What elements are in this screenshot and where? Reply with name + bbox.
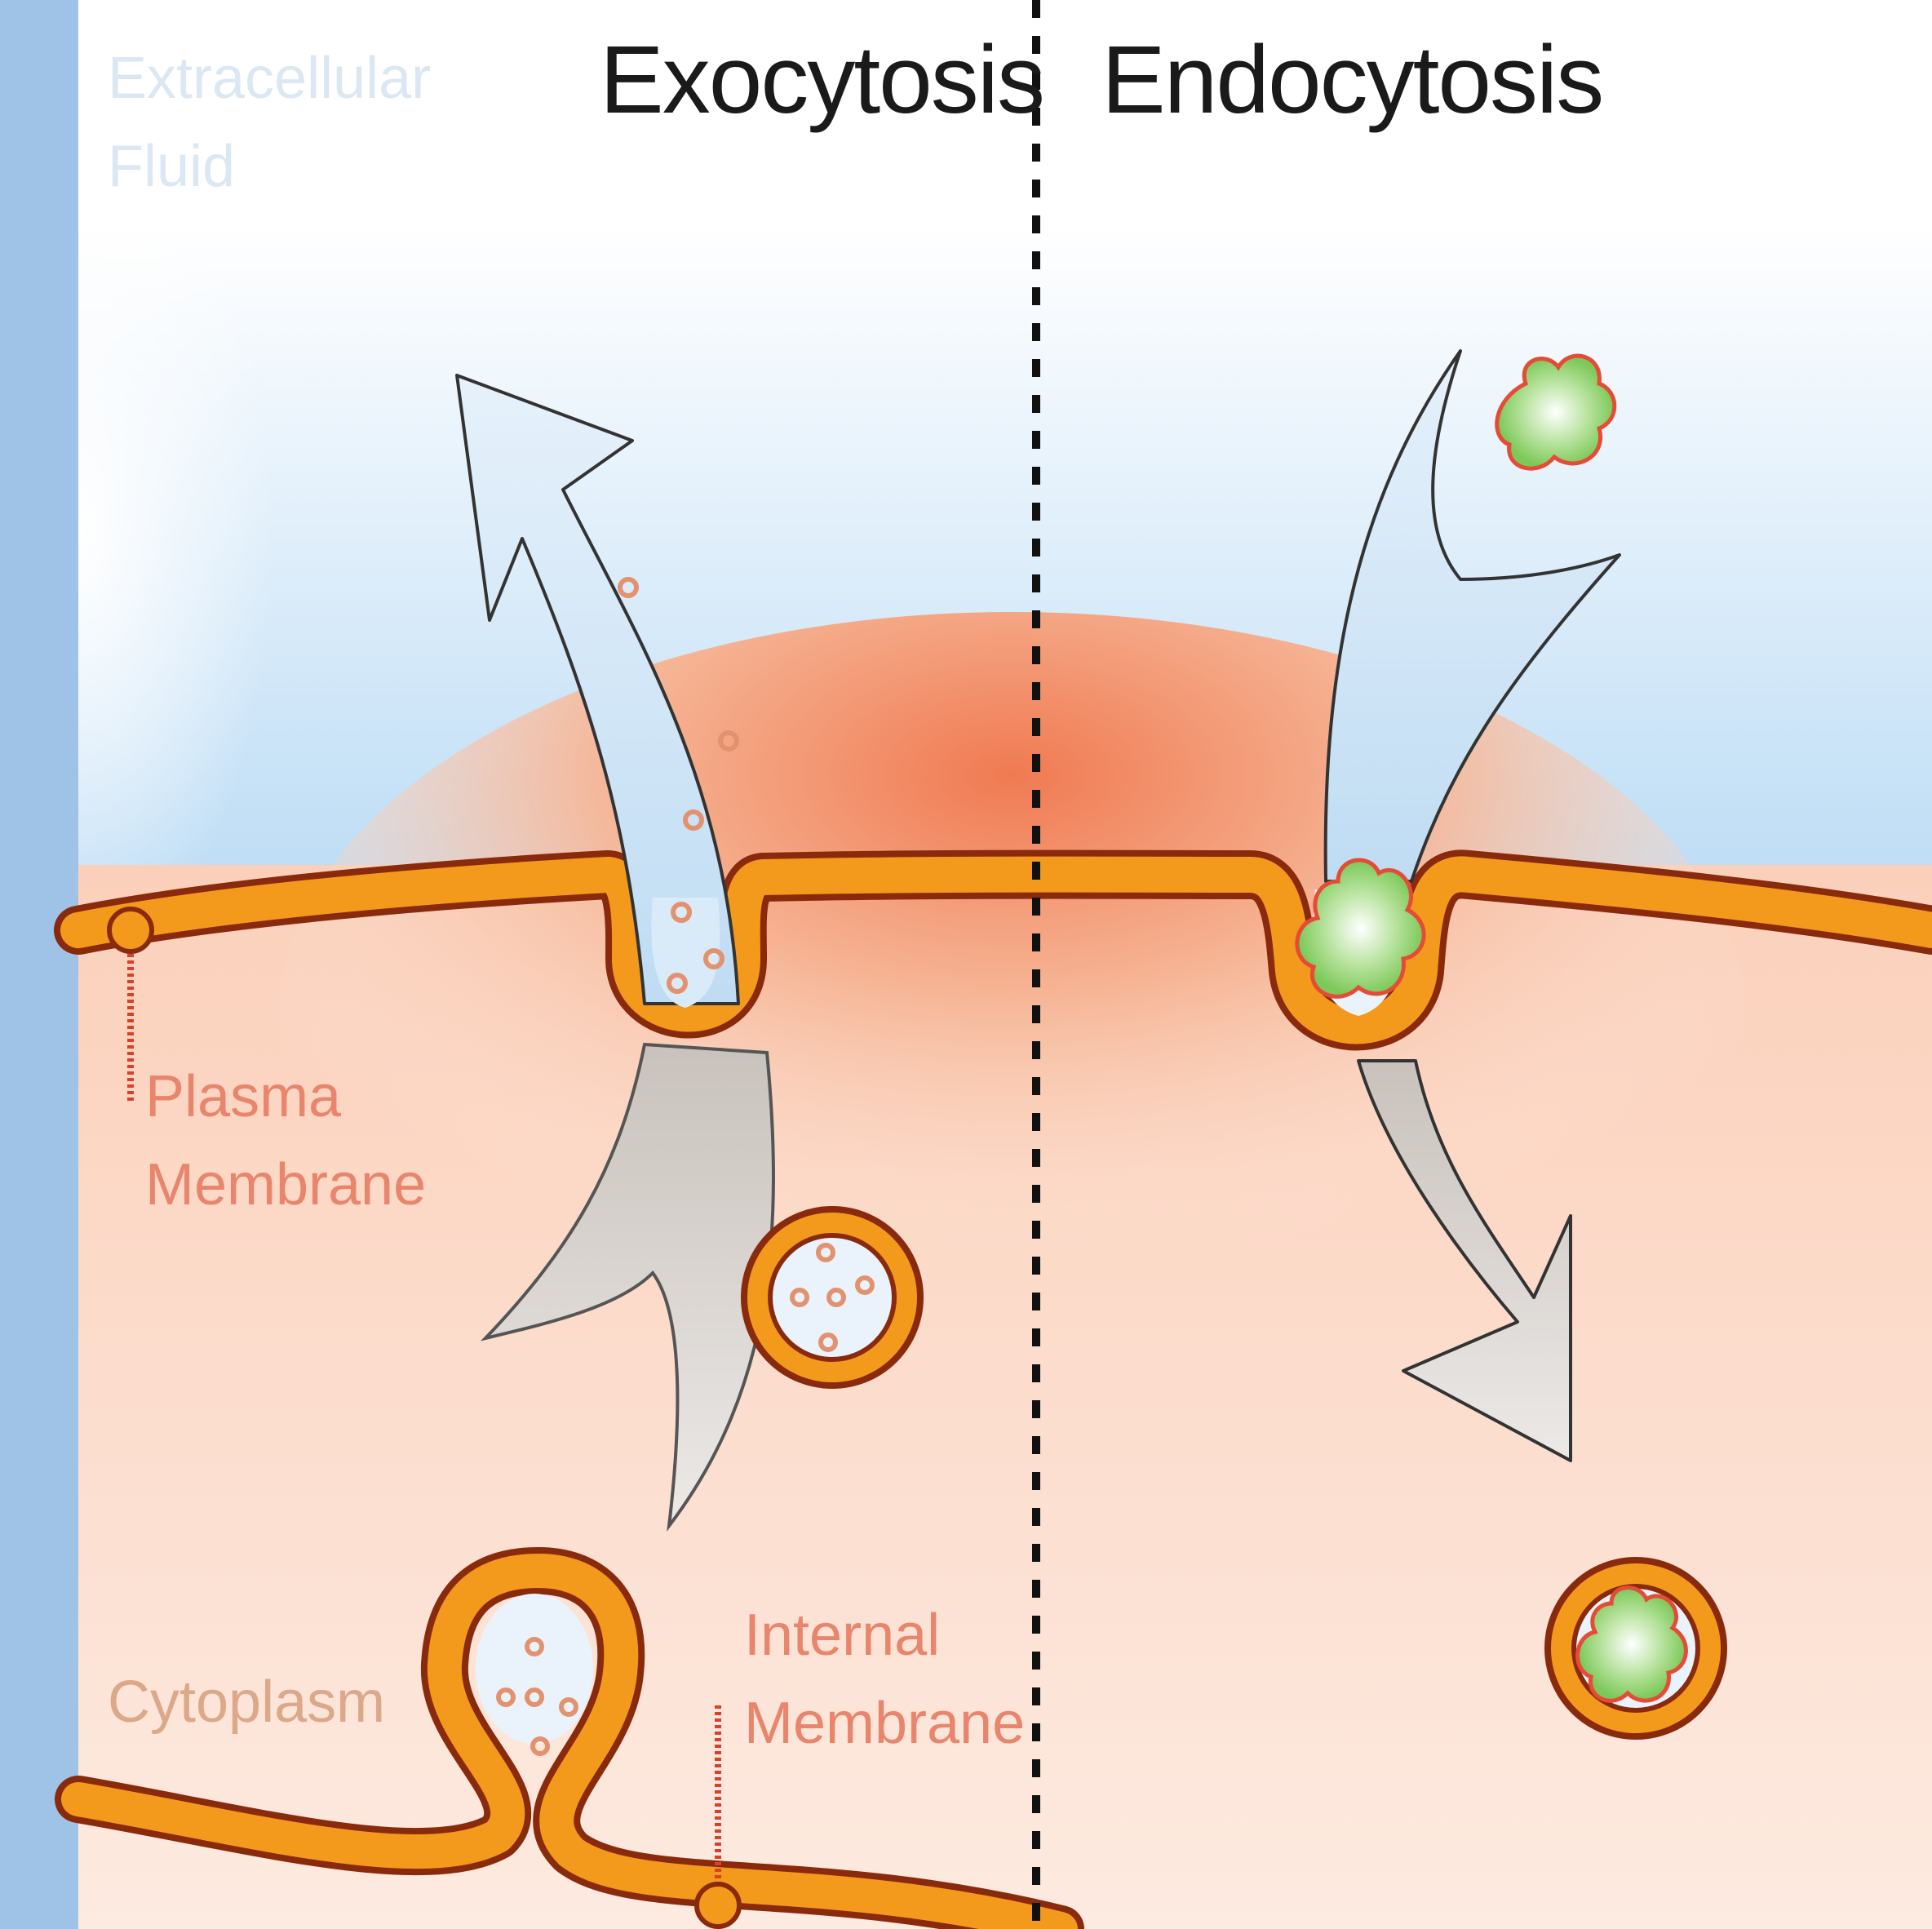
label-extracellular-line1: Extracellular bbox=[108, 34, 431, 122]
label-extracellular-fluid: Extracellular Fluid bbox=[108, 34, 431, 211]
label-extracellular-line2: Fluid bbox=[108, 122, 431, 211]
label-plasma-line1: Plasma bbox=[145, 1053, 426, 1141]
endocytic-vesicle bbox=[1548, 1560, 1724, 1736]
label-plasma-membrane: Plasma Membrane bbox=[145, 1053, 426, 1229]
label-plasma-line2: Membrane bbox=[145, 1141, 426, 1229]
label-internal-line2: Membrane bbox=[744, 1679, 1025, 1767]
label-cytoplasm: Cytoplasm bbox=[108, 1669, 385, 1736]
label-internal-membrane: Internal Membrane bbox=[744, 1591, 1025, 1767]
title-endocytosis: Endocytosis bbox=[1101, 24, 1602, 135]
title-exocytosis: Exocytosis bbox=[600, 24, 1044, 135]
label-internal-line1: Internal bbox=[744, 1591, 1025, 1679]
secretory-vesicle bbox=[744, 1209, 920, 1386]
budding-vesicle-lumen bbox=[476, 1594, 593, 1744]
extracellular-fade-left bbox=[78, 163, 405, 898]
